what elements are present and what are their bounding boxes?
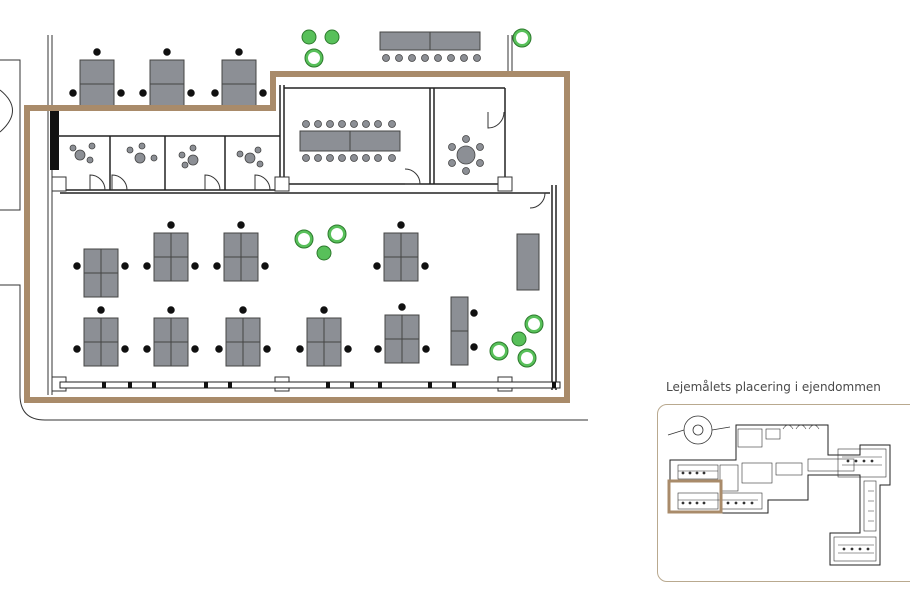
- roundabout: [667, 415, 731, 445]
- leased-unit-marker: [667, 479, 723, 514]
- window-wall: [50, 110, 59, 170]
- round-meeting-table: [448, 135, 484, 175]
- small-room-furniture: [69, 142, 264, 169]
- long-desks: [450, 233, 540, 366]
- open-office-desks-row-2: [71, 301, 432, 367]
- leased-area-outline: [24, 71, 570, 403]
- building-location-map: [667, 415, 891, 566]
- building-interior: [677, 424, 887, 562]
- conference-table: [299, 120, 401, 162]
- inset-frame: [657, 404, 910, 582]
- building-outline: [0, 35, 588, 421]
- columns: [51, 176, 513, 392]
- building-footprint: [669, 424, 891, 566]
- open-office-desks-row-1: [71, 219, 431, 298]
- bottom-window-wall: [59, 381, 561, 389]
- building-dots: [681, 459, 874, 551]
- top-meeting-table: [379, 31, 481, 62]
- inset-title: Lejemålets placering i ejendommen: [666, 380, 881, 394]
- interior-walls: [58, 85, 557, 390]
- upper-desks: [67, 46, 269, 109]
- door-swings: [89, 111, 546, 209]
